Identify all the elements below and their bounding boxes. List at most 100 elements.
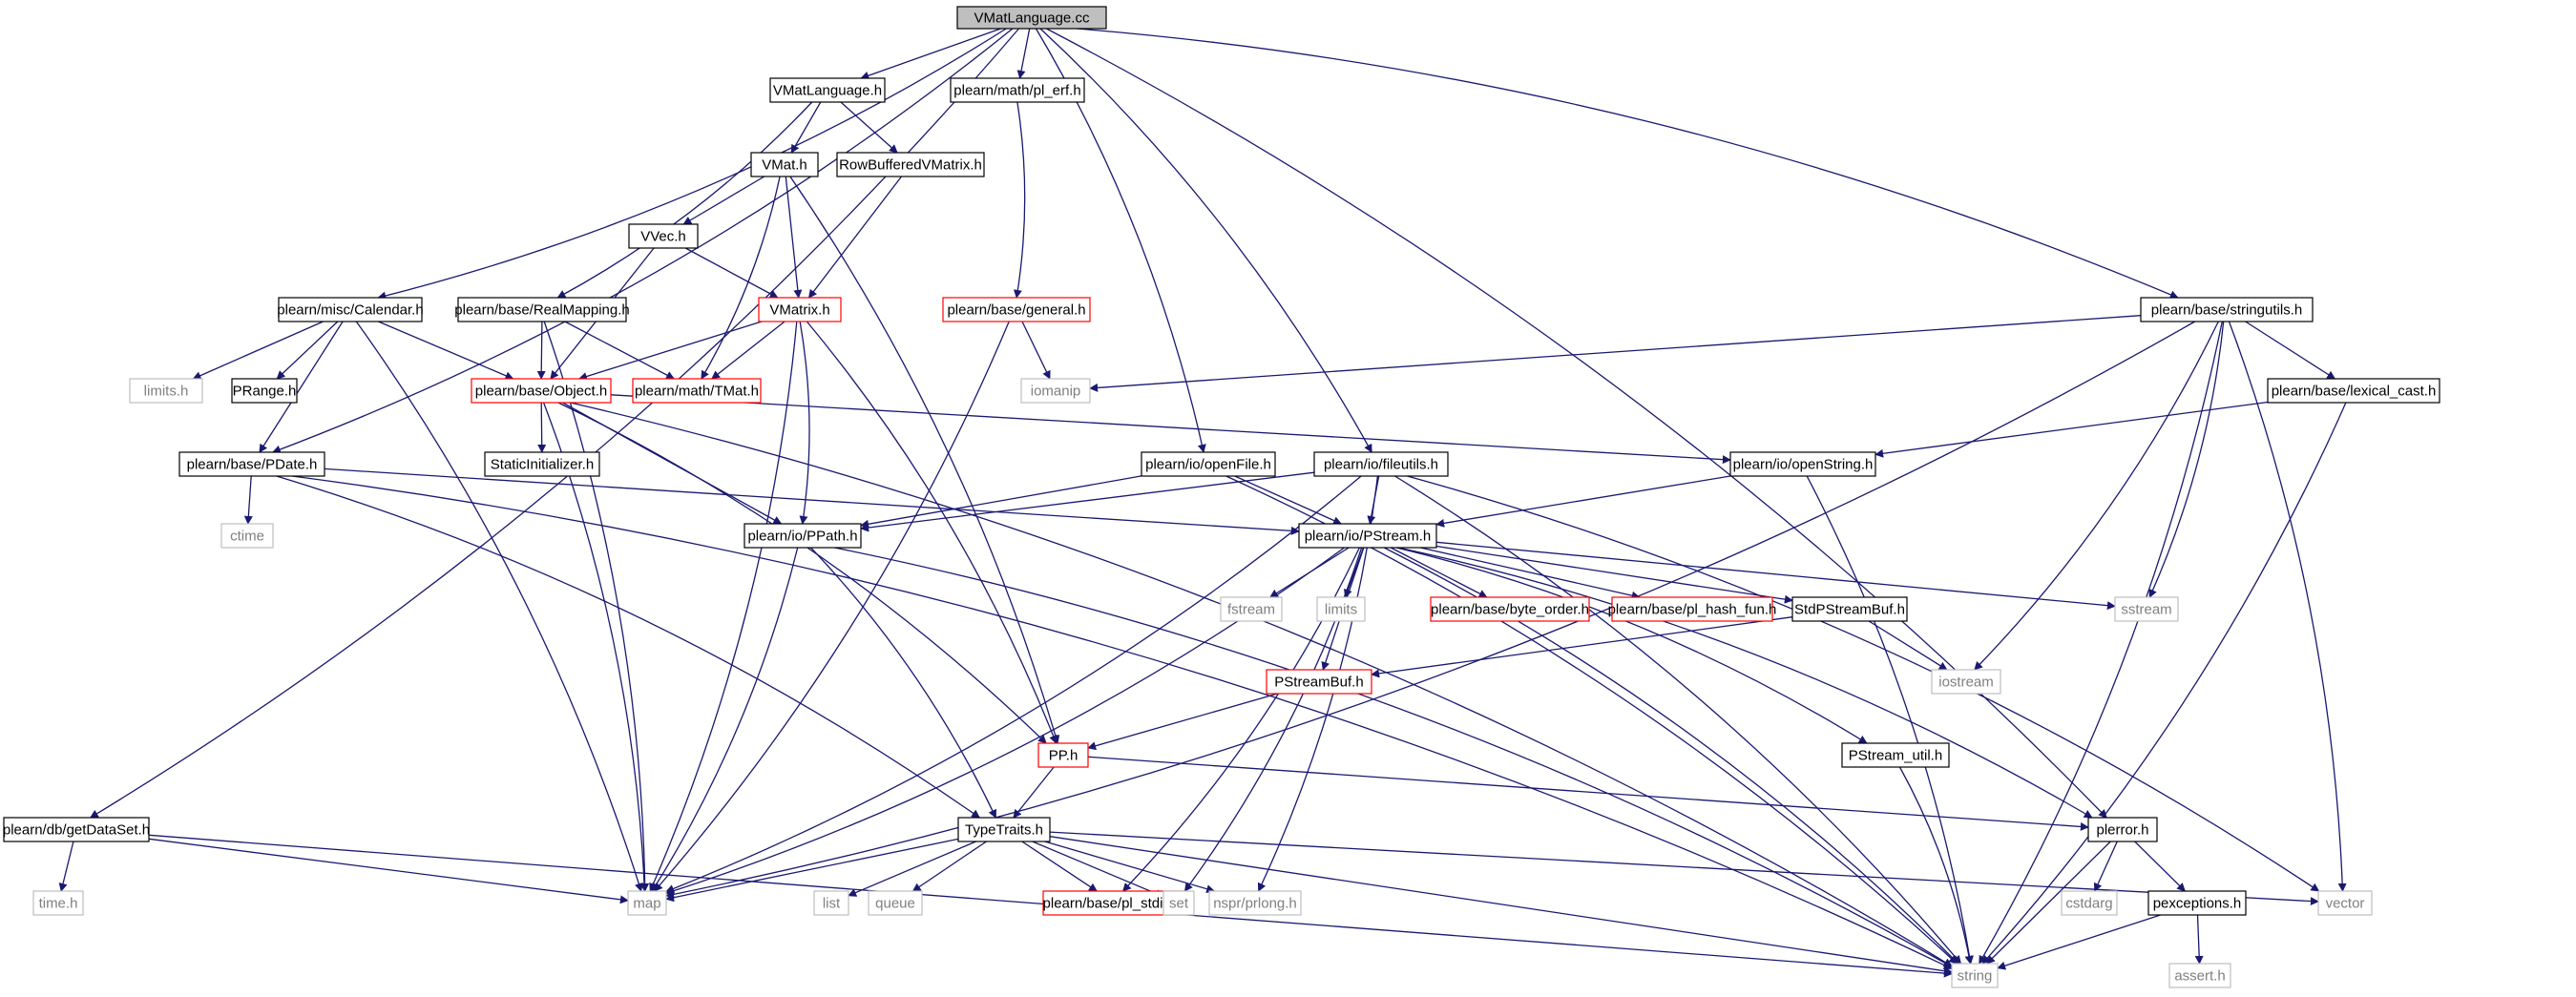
node-vector: vector: [2317, 890, 2373, 916]
edge-general-to-iomanip: [1021, 321, 1051, 380]
node-label: plearn/base/PDate.h: [187, 457, 318, 473]
node-label: ctime: [230, 529, 264, 545]
node-typetraits[interactable]: TypeTraits.h: [957, 817, 1051, 842]
edge-pstream-to-stdpstreambuf: [1435, 545, 1793, 604]
node-rowbuffered[interactable]: RowBufferedVMatrix.h: [836, 152, 985, 177]
node-label: plearn/base/Object.h: [475, 384, 607, 400]
edge-pdate-to-typetraits: [276, 475, 981, 819]
node-ppath[interactable]: plearn/io/PPath.h: [743, 523, 862, 549]
node-pl_stdint[interactable]: plearn/base/pl_stdint.h: [1042, 890, 1187, 916]
edge-pstream-to-pstream_util: [1395, 547, 1868, 744]
node-label: plearn/base/pl_stdint.h: [1043, 896, 1187, 912]
node-label: StaticInitializer.h: [491, 457, 594, 473]
node-fileutils[interactable]: plearn/io/fileutils.h: [1313, 451, 1449, 477]
node-box: [1020, 378, 1091, 404]
node-general[interactable]: plearn/base/general.h: [942, 297, 1091, 322]
node-pexceptions[interactable]: pexceptions.h: [2147, 890, 2247, 916]
node-stdpstreambuf[interactable]: StdPStreamBuf.h: [1791, 596, 1908, 622]
node-calendar[interactable]: plearn/misc/Calendar.h: [277, 297, 424, 322]
node-vvec[interactable]: VVec.h: [628, 223, 699, 249]
node-box: [1931, 669, 2001, 695]
node-box: [632, 378, 762, 404]
node-label: plearn/io/openFile.h: [1145, 457, 1271, 473]
node-openstring[interactable]: plearn/io/openString.h: [1729, 451, 1876, 477]
node-box: [1162, 890, 1195, 916]
node-object[interactable]: plearn/base/Object.h: [471, 378, 612, 404]
node-prlong: nspr/prlong.h: [1208, 890, 1302, 916]
node-queue: queue: [868, 890, 923, 916]
edge-calendar-to-object: [378, 321, 514, 380]
node-pp[interactable]: PP.h: [1037, 742, 1089, 768]
node-box: [942, 297, 1091, 322]
node-label: VVec.h: [640, 229, 686, 245]
node-lexical_cast[interactable]: plearn/base/lexical_cast.h: [2267, 378, 2440, 404]
edge-typetraits-to-map: [665, 838, 959, 903]
edge-stdpstreambuf-to-pstreambuf: [1371, 616, 1793, 678]
node-realmapping[interactable]: plearn/base/RealMapping.h: [454, 297, 630, 322]
edge-root-to-plerror: [1046, 28, 2107, 819]
node-byte_order[interactable]: plearn/base/byte_order.h: [1430, 596, 1590, 622]
node-box: [750, 152, 819, 177]
node-prange[interactable]: PRange.h: [231, 378, 298, 404]
edge-calendar-to-prange: [276, 321, 339, 380]
node-vmatlanguage_h[interactable]: VMatLanguage.h: [769, 77, 886, 103]
edge-typetraits-to-list: [848, 841, 976, 897]
edge-stringutils-to-lexical_cast: [2245, 321, 2336, 380]
edge-ppath-to-typetraits: [810, 547, 997, 819]
node-openfile[interactable]: plearn/io/openFile.h: [1141, 451, 1276, 477]
node-stringutils[interactable]: plearn/base/stringutils.h: [2140, 297, 2314, 322]
edge-vmatlanguage_h-to-rowbuffered: [840, 101, 898, 154]
edge-pdate-to-ctime: [243, 475, 253, 525]
node-box: [628, 223, 699, 249]
edge-openfile-to-string: [1225, 475, 1958, 965]
node-box: [950, 77, 1085, 103]
edge-vmatrix-to-pp: [806, 321, 1058, 744]
node-label: assert.h: [2174, 968, 2225, 985]
node-ctime: ctime: [220, 523, 274, 549]
node-time_h: time.h: [32, 890, 84, 916]
node-pl_hash_fun[interactable]: plearn/base/pl_hash_fun.h: [1608, 596, 1777, 622]
node-box: [1266, 669, 1372, 695]
edge-pdate-to-string: [292, 475, 1953, 969]
node-label: plearn/io/PStream.h: [1305, 529, 1432, 545]
node-box: [769, 77, 886, 103]
edge-vmatrix-to-ppath: [799, 321, 810, 525]
edge-root-to-getdataset: [89, 28, 1019, 819]
edge-lexical_cast-to-openstring: [1874, 401, 2269, 458]
node-root[interactable]: VMatLanguage.cc: [956, 6, 1107, 30]
node-label: VMatrix.h: [769, 302, 829, 319]
node-vmat_h[interactable]: VMat.h: [750, 152, 819, 177]
node-box: [868, 890, 923, 916]
node-pstream[interactable]: plearn/io/PStream.h: [1298, 523, 1437, 549]
node-pdate[interactable]: plearn/base/PDate.h: [178, 451, 325, 477]
node-tmat[interactable]: plearn/math/TMat.h: [632, 378, 762, 404]
node-fstream: fstream: [1220, 596, 1283, 622]
node-label: plearn/io/openString.h: [1733, 457, 1874, 473]
edge-stringutils-to-vector: [2228, 321, 2347, 892]
node-box: [1611, 596, 1773, 622]
node-cstdarg: cstdarg: [2061, 890, 2118, 916]
node-box: [957, 817, 1051, 842]
dependency-edges: [58, 28, 2347, 978]
node-box: [2317, 890, 2373, 916]
node-pstream_util[interactable]: PStream_util.h: [1841, 742, 1950, 768]
node-staticinit[interactable]: StaticInitializer.h: [484, 451, 600, 477]
node-label: cstdarg: [2065, 896, 2112, 912]
node-label: plearn/db/getDataSet.h: [3, 822, 150, 839]
node-getdataset[interactable]: plearn/db/getDataSet.h: [3, 817, 150, 842]
edge-pdate-to-pstream: [324, 467, 1300, 535]
node-pstreambuf[interactable]: PStreamBuf.h: [1266, 669, 1372, 695]
node-box: [743, 523, 862, 549]
edge-general-to-map: [654, 321, 1010, 892]
node-label: PP.h: [1049, 748, 1079, 764]
node-label: PRange.h: [233, 384, 297, 400]
node-label: string: [1958, 968, 1993, 985]
edge-vmatrix-to-map: [649, 321, 798, 892]
node-label: VMatLanguage.cc: [974, 10, 1090, 27]
node-plerror[interactable]: plerror.h: [2087, 817, 2158, 842]
edge-object-to-string: [570, 402, 1953, 967]
node-label: limits.h: [144, 384, 189, 400]
node-pl_erf[interactable]: plearn/math/pl_erf.h: [950, 77, 1085, 103]
edge-realmapping-to-object: [536, 321, 546, 380]
node-vmatrix[interactable]: VMatrix.h: [758, 297, 842, 322]
